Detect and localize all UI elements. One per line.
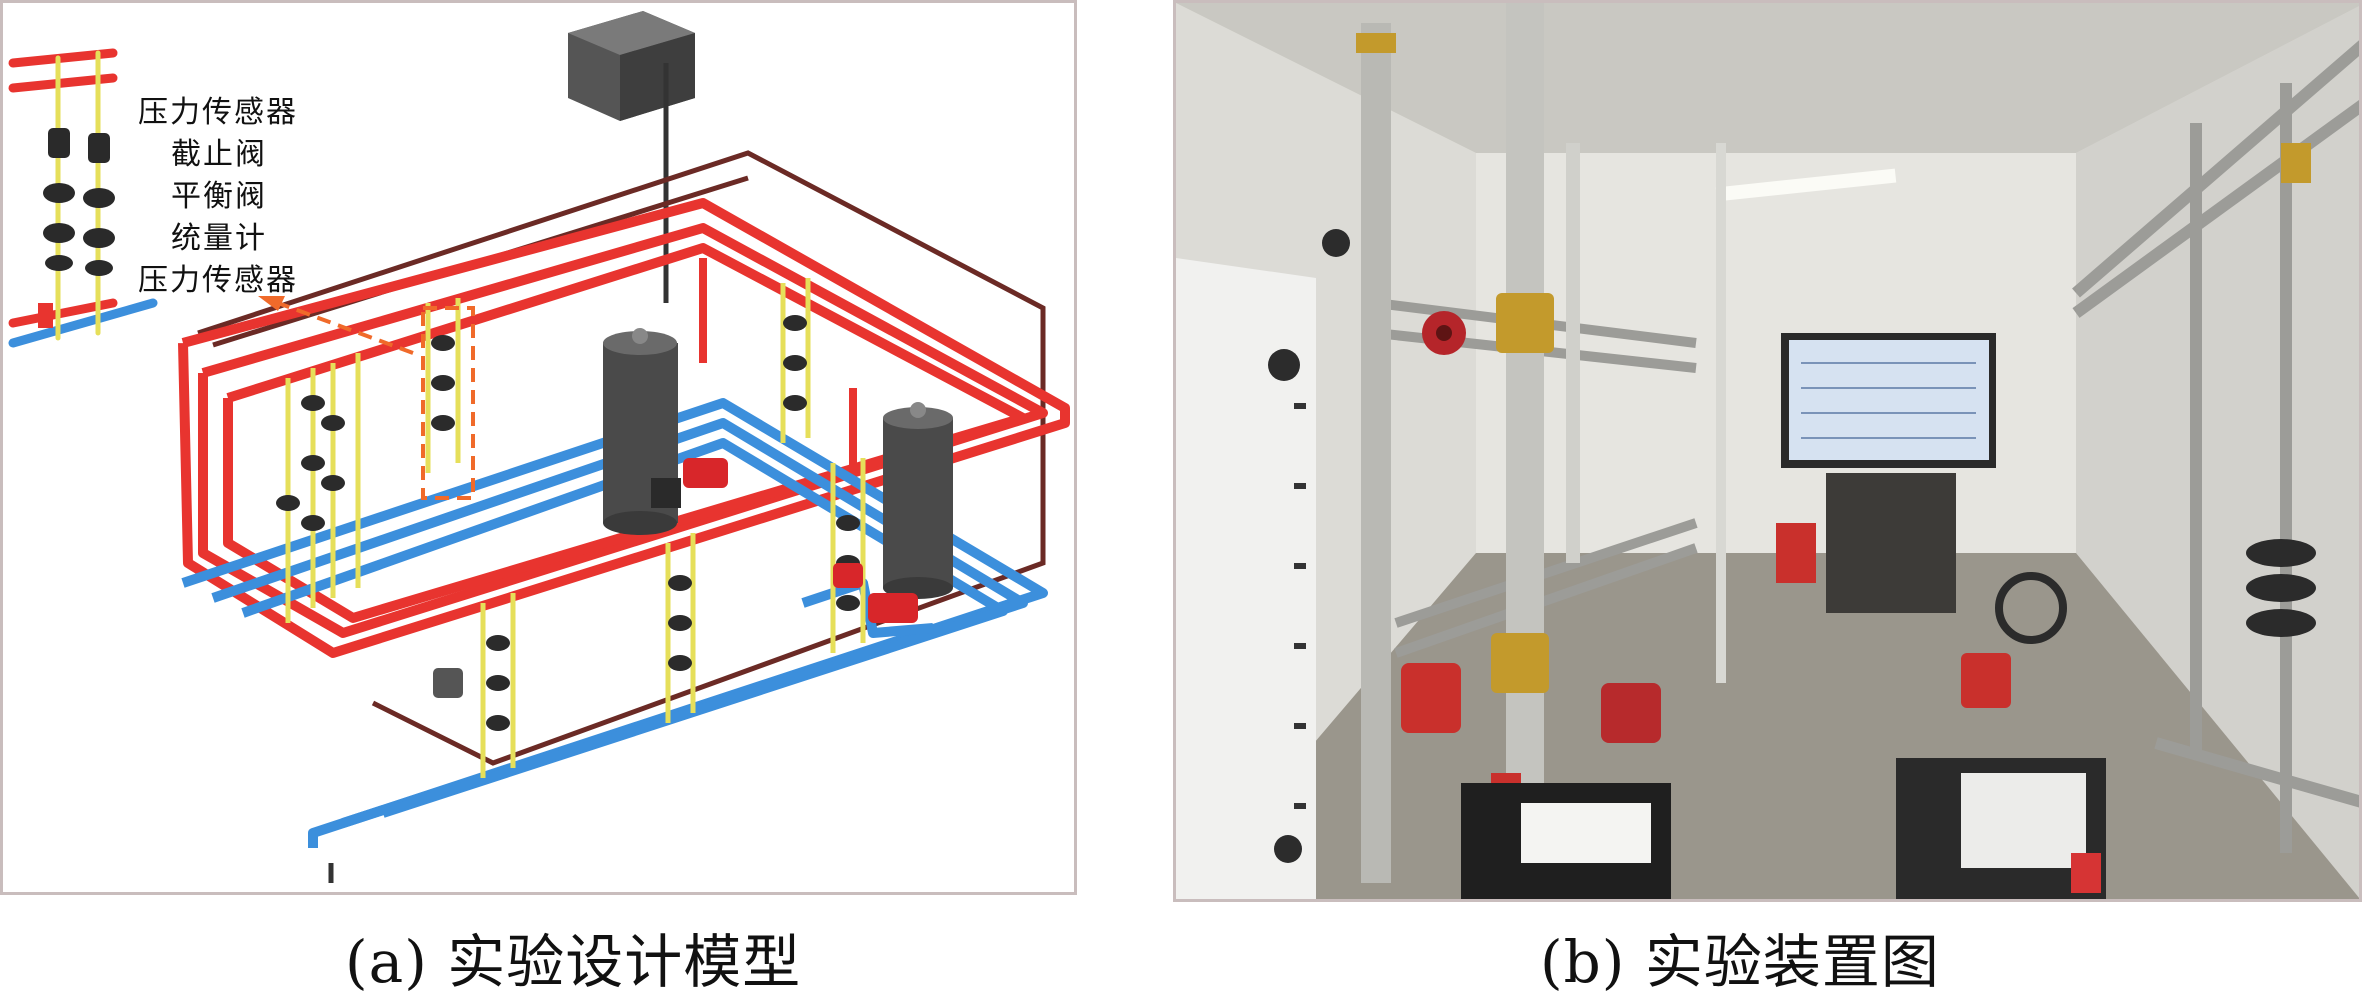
piping-model-drawing: [8, 11, 1070, 883]
inset-detail: [8, 48, 158, 348]
label-shutoff-valve: 截止阀: [171, 137, 267, 172]
storage-tanks: [603, 328, 953, 599]
panel-a-design-model: 压力传感器 截止阀 平衡阀 统量计 压力传感器: [0, 0, 1077, 895]
label-pressure-sensor-bottom: 压力传感器: [138, 263, 298, 298]
label-pressure-sensor-top: 压力传感器: [138, 95, 298, 130]
highlight-arrow: [258, 296, 414, 355]
panel-b-setup-photo: [1173, 0, 2362, 902]
caption-a: (a) 实验设计模型: [345, 928, 802, 996]
label-balancing-valve: 平衡阀: [171, 179, 267, 214]
caption-b: (b) 实验装置图: [1540, 928, 1940, 996]
lab-photo: [1176, 3, 2359, 899]
label-flow-meter: 统量计: [171, 221, 267, 256]
